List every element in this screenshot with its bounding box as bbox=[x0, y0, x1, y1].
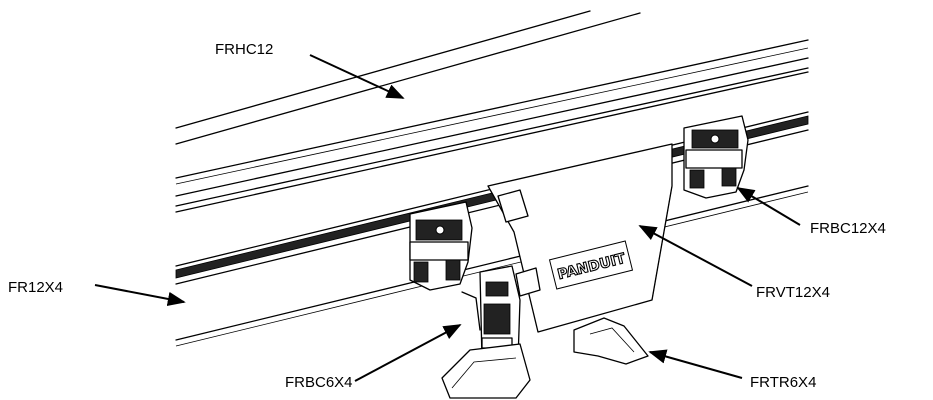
bracket-left bbox=[409, 201, 473, 291]
hinged-cover bbox=[175, 10, 809, 207]
callout-arrow-frbc12x4 bbox=[736, 187, 801, 226]
label-frvt12x4: FRVT12X4 bbox=[756, 284, 830, 301]
label-frtr6x4: FRTR6X4 bbox=[750, 374, 816, 391]
trumpet-flare bbox=[441, 317, 649, 399]
label-frbc12x4: FRBC12X4 bbox=[810, 220, 886, 237]
bracket-right bbox=[683, 115, 749, 199]
vertical-tee: PANDUIT bbox=[487, 143, 673, 333]
panduit-logo-plate bbox=[548, 240, 634, 290]
label-fr12x4: FR12X4 bbox=[8, 279, 63, 296]
callout-arrow-frbc6x4 bbox=[354, 324, 462, 382]
callout-arrow-frvt12x4 bbox=[638, 225, 753, 287]
callout-arrow-fr12x4 bbox=[94, 284, 186, 307]
label-frhc12: FRHC12 bbox=[215, 41, 273, 58]
callout-arrow-frtr6x4 bbox=[648, 349, 743, 379]
label-frbc6x4: FRBC6X4 bbox=[285, 374, 353, 391]
callout-arrow-frhc12 bbox=[309, 54, 405, 99]
